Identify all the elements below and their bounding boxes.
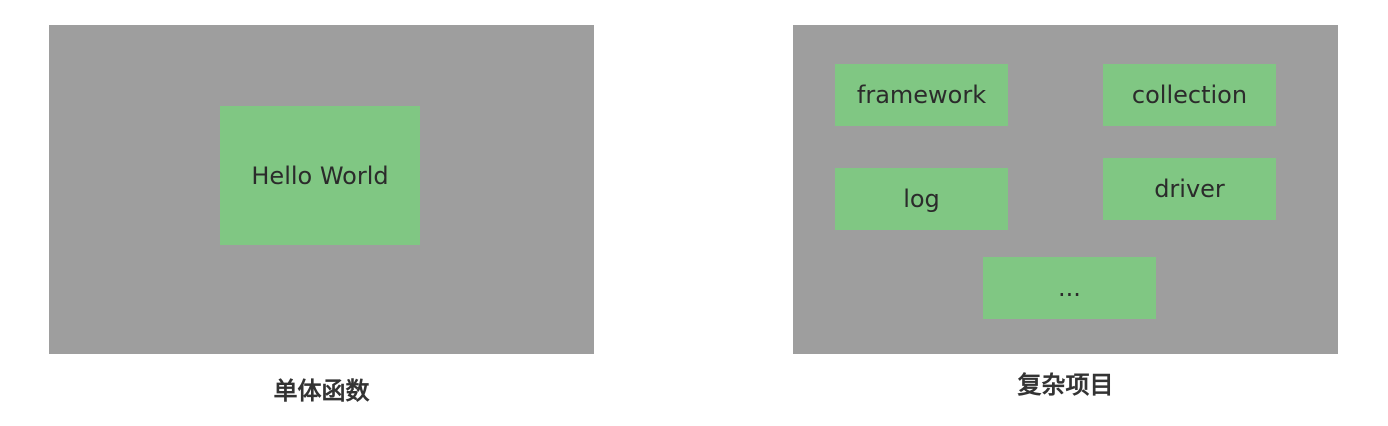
module-box-framework: framework [835, 64, 1008, 126]
complex-project-caption: 复杂项目 [1017, 371, 1114, 399]
module-box-log: log [835, 168, 1008, 230]
complex-project-panel: framework collection log driver ... [793, 25, 1338, 354]
single-function-caption: 单体函数 [273, 377, 370, 405]
module-box-more: ... [983, 257, 1156, 319]
module-box-driver: driver [1103, 158, 1276, 220]
single-function-panel: Hello World [49, 25, 594, 354]
module-box-collection: collection [1103, 64, 1276, 126]
hello-world-box: Hello World [220, 106, 420, 245]
